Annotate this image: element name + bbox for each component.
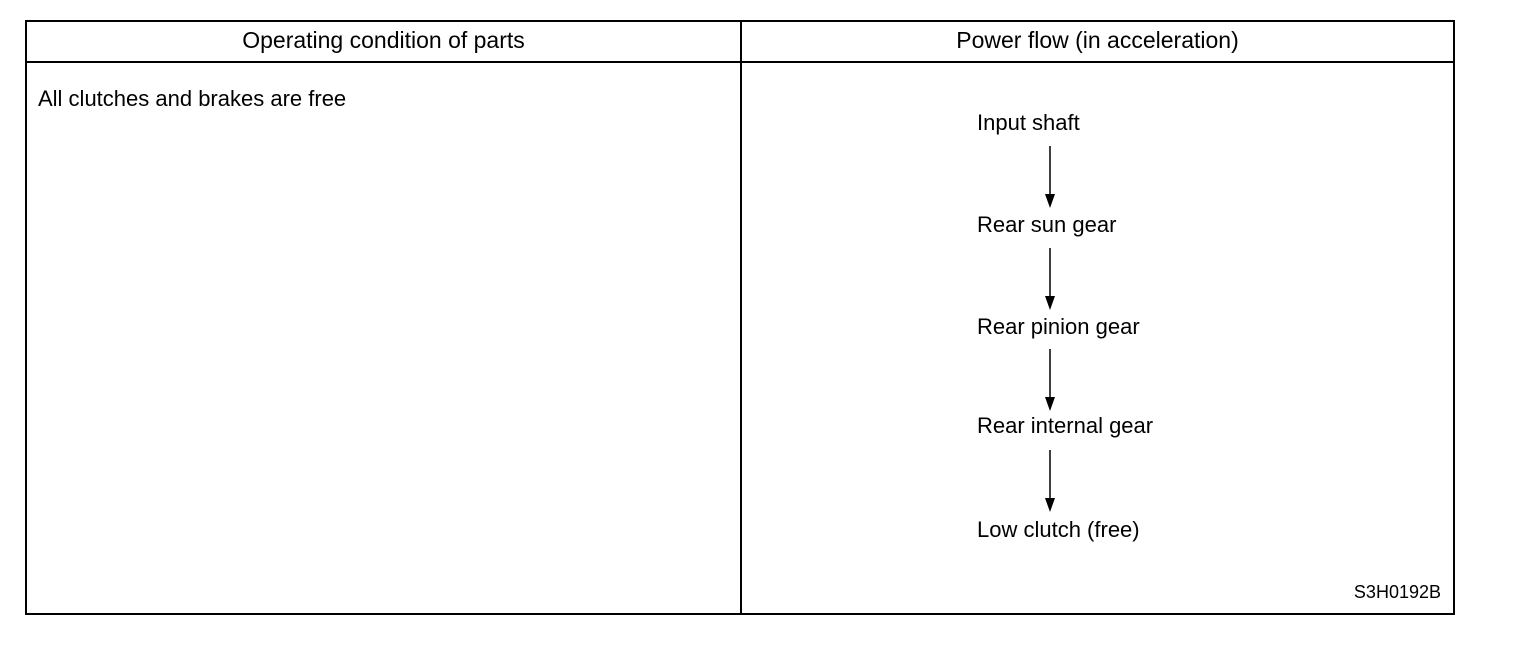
flow-step-input-shaft: Input shaft [977, 110, 1080, 135]
down-arrow-icon [1045, 450, 1055, 512]
header-divider [27, 61, 1453, 63]
figure-reference-code: S3H0192B [1353, 582, 1441, 602]
down-arrow-icon [1045, 146, 1055, 208]
column-divider [740, 22, 742, 613]
flow-step-rear-pinion-gear: Rear pinion gear [977, 314, 1140, 339]
flow-step-rear-internal-gear: Rear internal gear [977, 413, 1154, 438]
power-flow-table: Operating condition of parts Power flow … [25, 20, 1455, 615]
header-operating-condition: Operating condition of parts [242, 27, 525, 53]
flow-step-low-clutch: Low clutch (free) [977, 517, 1140, 542]
flow-step-rear-sun-gear: Rear sun gear [977, 212, 1117, 237]
down-arrow-icon [1045, 349, 1055, 411]
header-power-flow: Power flow (in acceleration) [956, 27, 1239, 53]
down-arrow-icon [1045, 248, 1055, 310]
operating-condition-text: All clutches and brakes are free [38, 86, 347, 111]
